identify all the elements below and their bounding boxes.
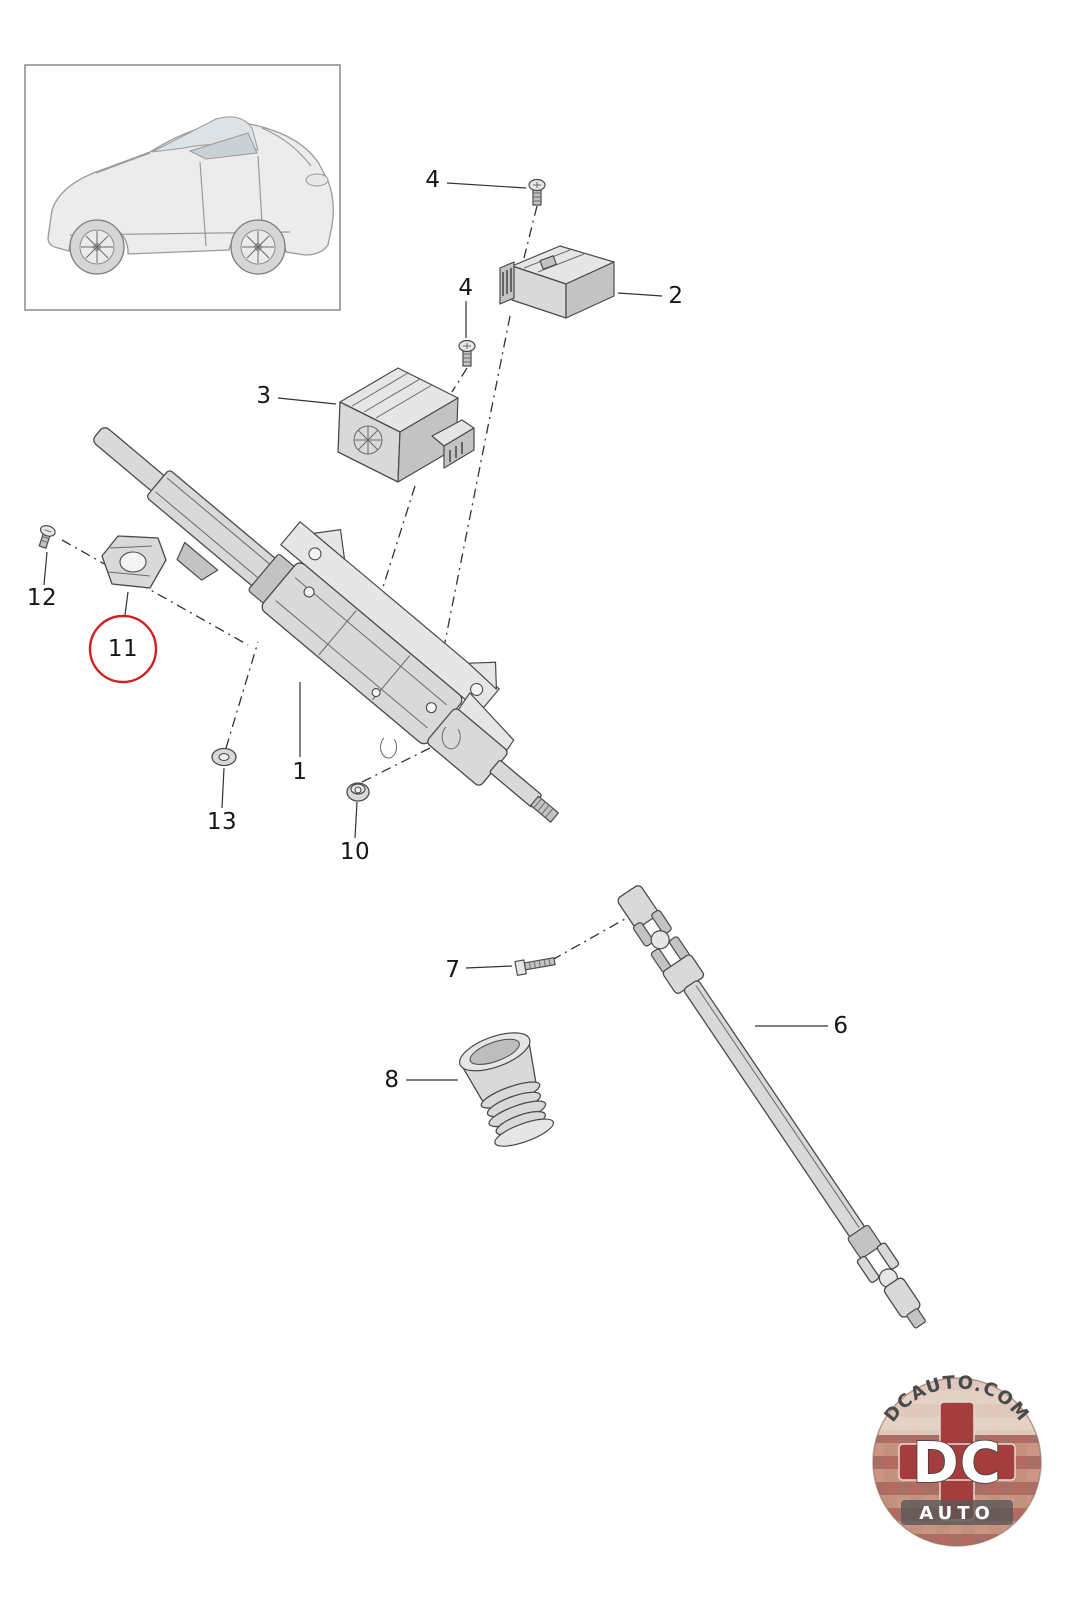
control-module-part-2 xyxy=(499,245,615,319)
bolt-part-7 xyxy=(514,957,556,976)
logo-cross-horizontal xyxy=(898,1443,1016,1481)
part-label-8: 8 xyxy=(384,1067,400,1093)
part-label-3: 3 xyxy=(256,383,272,409)
module-part-3 xyxy=(337,367,475,483)
car-front-wheel xyxy=(230,219,286,275)
snap-ring xyxy=(380,737,398,759)
part-label-7: 7 xyxy=(445,957,461,983)
part-label-10: 10 xyxy=(339,839,371,865)
car-thumbnail xyxy=(24,64,341,311)
nut-part-10 xyxy=(346,782,370,802)
part-label-2: 2 xyxy=(668,283,684,309)
car-rear-wheel xyxy=(69,219,125,275)
highlight-circle-part-11 xyxy=(88,614,158,684)
part-label-11: 11 xyxy=(107,636,139,662)
clamp-part-11 xyxy=(101,535,167,589)
watermark-brand-text: DC xyxy=(912,1431,1002,1496)
leader-lines xyxy=(43,182,828,1081)
part-label-12: 12 xyxy=(26,585,58,611)
steering-column-part-1 xyxy=(93,427,559,823)
part-label-1: 1 xyxy=(292,759,308,785)
part-label-4-lower: 4 xyxy=(458,275,474,301)
washer-part-13 xyxy=(211,747,237,767)
part-label-6: 6 xyxy=(833,1013,849,1039)
watermark-sub-text: AUTO xyxy=(919,1503,995,1524)
part-label-13: 13 xyxy=(206,809,238,835)
part-label-4-upper: 4 xyxy=(425,167,441,193)
clamp-ring xyxy=(441,726,461,750)
screw-part-12 xyxy=(38,525,56,549)
dcauto-watermark-logo: DCAUTO.COM DC AUTO xyxy=(872,1372,1042,1547)
boot-part-8 xyxy=(458,1032,555,1147)
intermediate-shaft-part-6 xyxy=(617,885,926,1329)
screw-part-4-upper xyxy=(528,178,546,206)
screw-part-4-lower xyxy=(458,339,476,367)
